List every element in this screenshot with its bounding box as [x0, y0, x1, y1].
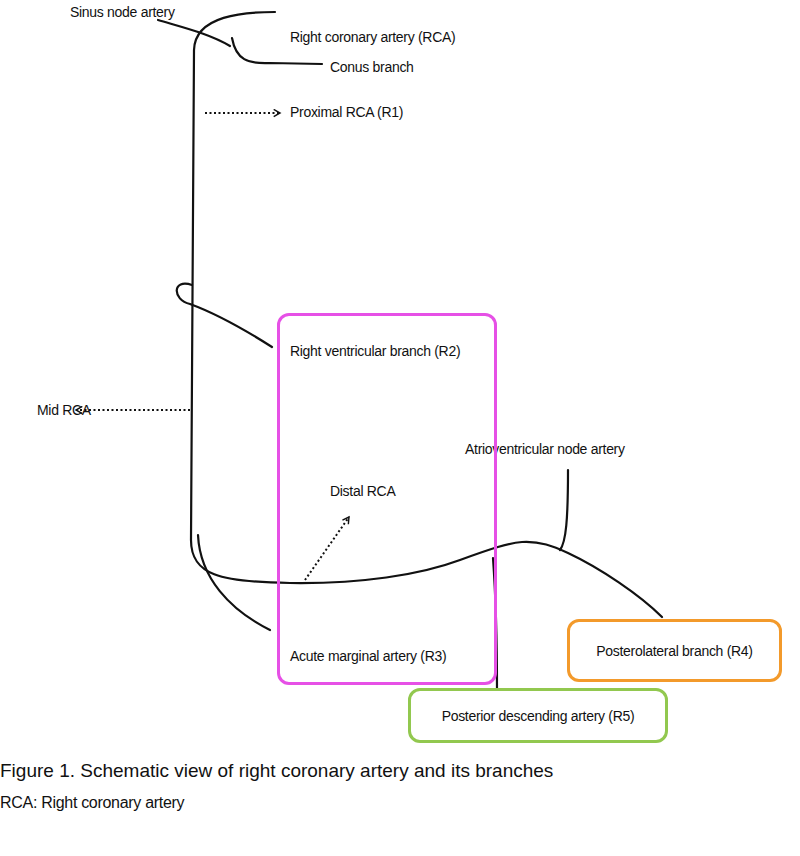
distal-pointer [305, 517, 349, 580]
sinus-node-branch [158, 20, 230, 46]
branch-label: Distal RCA [330, 483, 534, 499]
highlight-box: Posterior descending artery (R5) [408, 688, 668, 743]
figure-caption: Figure 1. Schematic view of right corona… [0, 760, 800, 782]
branch-label: Posterior descending artery (R5) [442, 708, 635, 724]
branch-label: Right ventricular branch (R2) [290, 343, 494, 359]
branch-label: Acute marginal artery (R3) [290, 648, 494, 664]
highlight-box: Right ventricular branch (R2)Distal RCAA… [277, 313, 497, 685]
acute-marginal-branch [198, 535, 270, 630]
artery-label: Atrioventricular node artery [465, 441, 695, 457]
artery-label: Conus branch [330, 59, 470, 75]
mid-pointer [76, 409, 190, 411]
segment-label: Mid RCA [37, 402, 137, 418]
artery-label: Right coronary artery (RCA) [290, 29, 510, 45]
abbreviation-note: RCA: Right coronary artery [0, 795, 500, 811]
av-node-branch [560, 470, 568, 550]
highlight-box: Posterolateral branch (R4) [567, 619, 782, 682]
right-ventricular-branch [177, 284, 272, 347]
branch-label: Posterolateral branch (R4) [596, 643, 752, 659]
segment-label: Proximal RCA (R1) [290, 104, 450, 120]
artery-label: Sinus node artery [70, 4, 230, 20]
proximal-pointer [205, 112, 280, 114]
